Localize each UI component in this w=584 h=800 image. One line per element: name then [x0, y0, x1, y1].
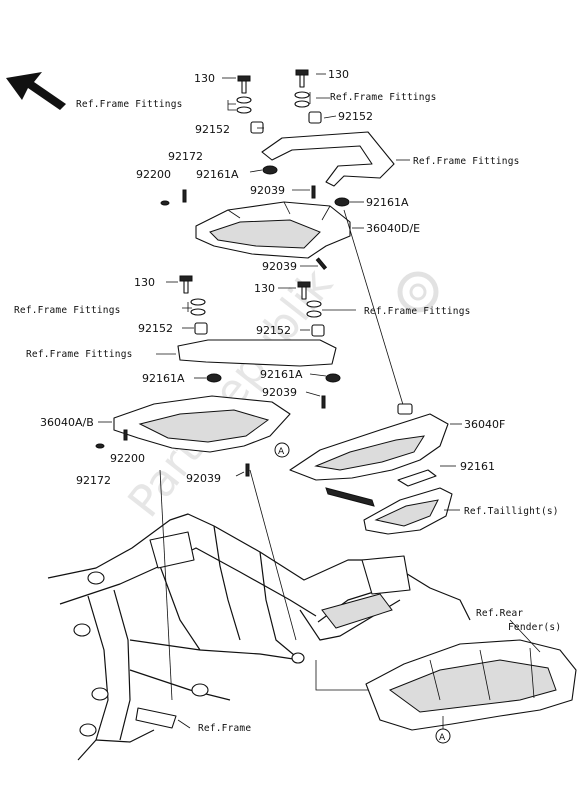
middle-cover-assembly	[95, 209, 453, 535]
rear-fender	[365, 639, 577, 744]
label-130: 130	[254, 282, 275, 295]
label-92200: 92200	[136, 168, 171, 181]
label-92152: 92152	[256, 324, 291, 337]
ref-frame-fittings: Ref.Frame Fittings	[26, 349, 133, 360]
ref-frame-fittings: Ref.Frame Fittings	[330, 92, 437, 103]
label-36040f: 36040F	[464, 418, 505, 431]
leader-lines	[98, 73, 541, 729]
label-130: 130	[194, 72, 215, 85]
label-92152: 92152	[338, 110, 373, 123]
label-92161: 92161	[460, 460, 495, 473]
ref-frame-fittings: Ref.Frame Fittings	[14, 305, 121, 316]
label-130: 130	[328, 68, 349, 81]
label-92152: 92152	[195, 123, 230, 136]
label-92039: 92039	[262, 386, 297, 399]
ref-taillight: Ref.Taillight(s)	[464, 506, 559, 517]
rear-frame	[47, 469, 471, 761]
label-92161a: 92161A	[366, 196, 409, 209]
label-92172: 92172	[168, 150, 203, 163]
ref-frame-fittings: Ref.Frame Fittings	[413, 156, 520, 167]
label-92200: 92200	[110, 452, 145, 465]
label-36040ab: 36040A/B	[40, 416, 94, 429]
gear-icon	[397, 271, 439, 313]
label-92161a: 92161A	[196, 168, 239, 181]
bolt-130-mid-left	[179, 275, 193, 294]
ref-frame-fittings: Ref.Frame Fittings	[76, 99, 183, 110]
ref-frame: Ref.Frame	[198, 723, 251, 734]
label-92152: 92152	[138, 322, 173, 335]
ref-frame-fittings: Ref.Frame Fittings	[364, 306, 471, 317]
bolt-130-right	[295, 69, 309, 88]
part-labels: 130 130 Ref.Frame Fittings Ref.Frame Fit…	[14, 68, 561, 743]
bolt-130-left	[237, 75, 251, 94]
label-92039: 92039	[250, 184, 285, 197]
label-36040de: 36040D/E	[366, 222, 420, 235]
label-92161a: 92161A	[142, 372, 185, 385]
bolt-130-mid-right	[297, 281, 311, 300]
label-92161a: 92161A	[260, 368, 303, 381]
marker-a: A	[278, 447, 285, 457]
label-92039: 92039	[262, 260, 297, 273]
ref-rear-fender-line1: Ref.Rear	[476, 608, 523, 619]
marker-a: A	[439, 733, 446, 743]
label-130: 130	[134, 276, 155, 289]
upper-cover-assembly	[160, 69, 395, 270]
front-direction-arrow-icon	[6, 72, 66, 110]
ref-rear-fender-line2: Fender(s)	[508, 622, 561, 633]
label-92039: 92039	[186, 472, 221, 485]
label-92172: 92172	[76, 474, 111, 487]
